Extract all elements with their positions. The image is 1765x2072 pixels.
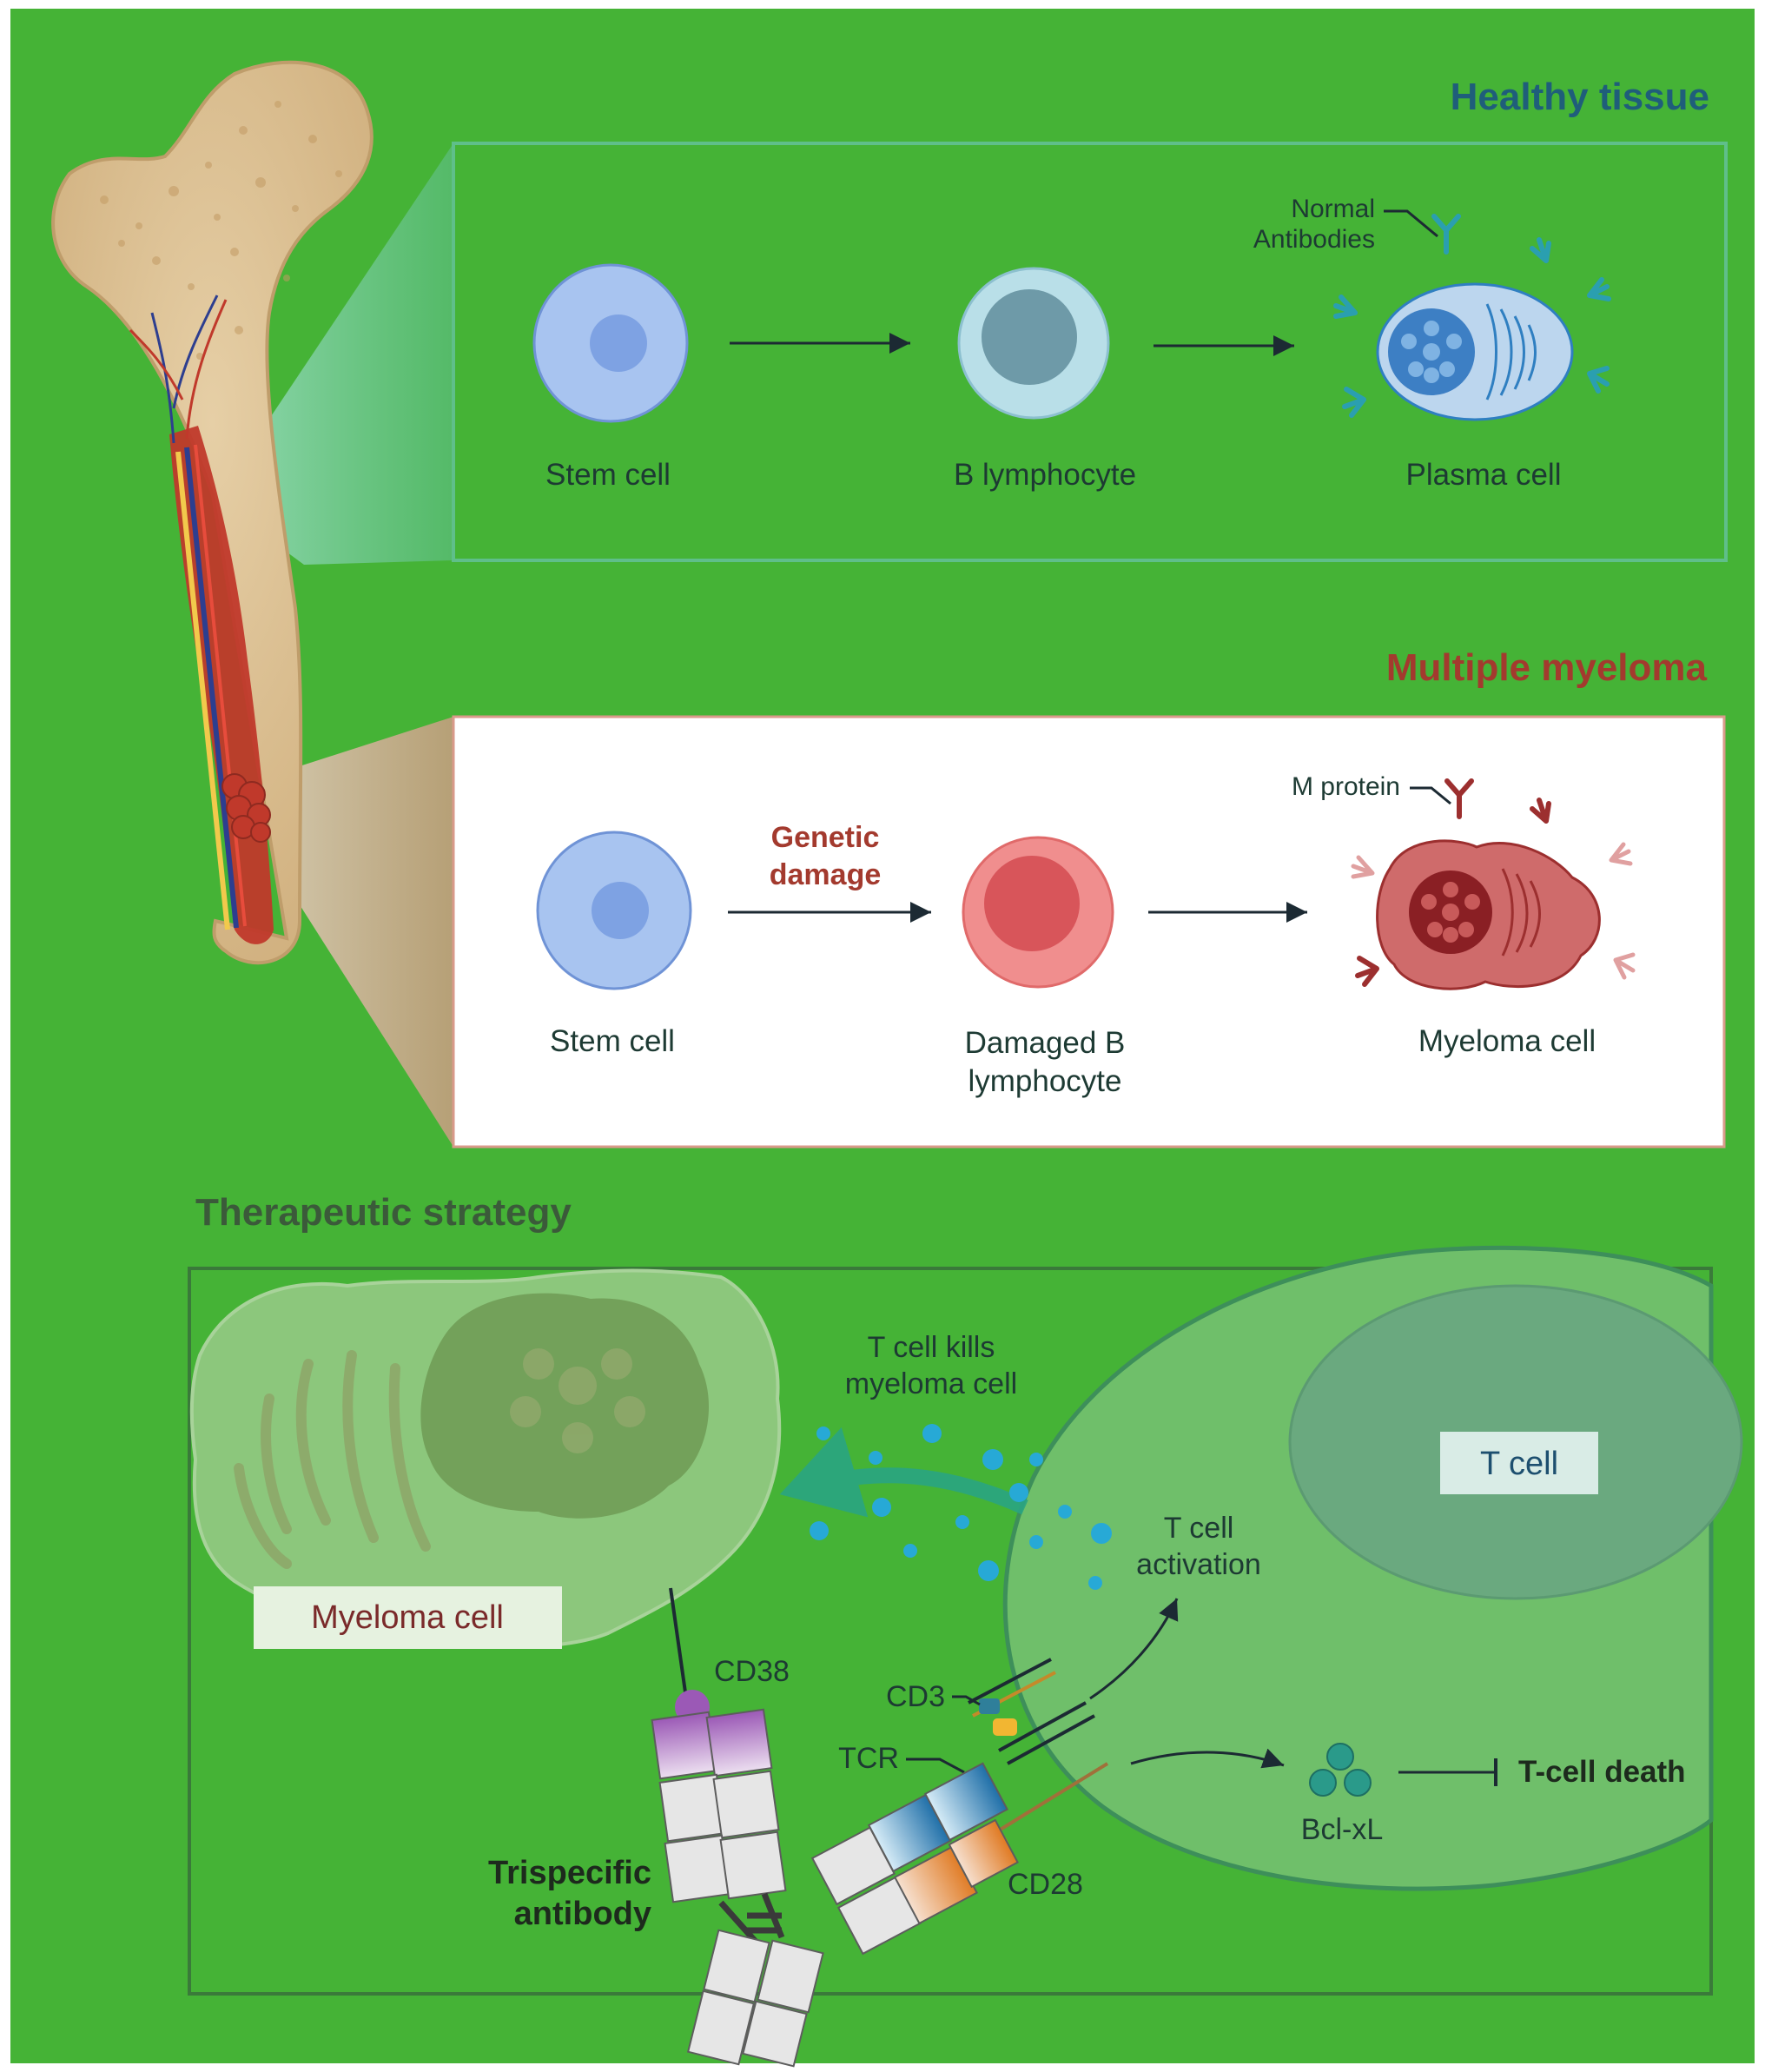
strategy-title: Therapeutic strategy	[195, 1191, 572, 1234]
cd3-icon	[979, 1698, 1000, 1714]
large-myeloma-cell-label: Myeloma cell	[311, 1599, 504, 1636]
t-cell	[1002, 1245, 1743, 1891]
healthy-stem-cell-label: Stem cell	[545, 458, 671, 492]
bclxl-arrow	[1130, 1748, 1285, 1769]
plasma-cell	[1376, 282, 1574, 421]
cd38-label: CD38	[714, 1655, 790, 1688]
trispecific-label-1: Trispecific	[488, 1855, 651, 1891]
t-cell-label-box	[1440, 1432, 1598, 1494]
myeloma-cell-label-box	[254, 1586, 562, 1649]
m-protein-antibodies-faded	[1351, 842, 1636, 980]
plasma-cell-label: Plasma cell	[1406, 458, 1562, 492]
m-protein-label: M protein	[1292, 772, 1400, 801]
antibody-leader-line	[1384, 209, 1438, 238]
t-cell-activation-label-1: T cell	[1164, 1512, 1234, 1545]
healthy-title: Healthy tissue	[1451, 76, 1709, 118]
t-cell-activation-label-2: activation	[1136, 1548, 1261, 1581]
bone-tumor	[221, 773, 271, 843]
healthy-panel	[452, 142, 1728, 562]
normal-antibodies	[1333, 214, 1611, 418]
activation-arrow	[1089, 1598, 1179, 1700]
damaged-b-label-2: lymphocyte	[968, 1064, 1121, 1098]
b-lymphocyte-label: B lymphocyte	[954, 458, 1136, 492]
cytotoxic-particles	[810, 1424, 1112, 1590]
t-cell-kills-label-1: T cell kills	[868, 1331, 995, 1364]
b-lymphocyte-cell	[957, 267, 1110, 420]
bclxl-label: Bcl-xL	[1301, 1813, 1383, 1846]
genetic-damage-label-1: Genetic	[771, 821, 880, 854]
trispecific-label-2: antibody	[514, 1896, 651, 1932]
bclxl-icon	[1309, 1743, 1372, 1797]
m-protein-leader-line	[1410, 786, 1451, 805]
damaged-b-label-1: Damaged B	[965, 1026, 1126, 1060]
trispecific-antibody	[651, 1708, 1019, 2068]
myeloma-title: Multiple myeloma	[1386, 646, 1708, 689]
t-cell-label: T cell	[1480, 1446, 1558, 1482]
cd3-label: CD3	[886, 1680, 945, 1713]
cd28-label: CD28	[1008, 1868, 1083, 1901]
myeloma-stem-cell	[536, 831, 692, 990]
kill-arrow	[779, 1427, 1028, 1518]
cd38-stalk	[669, 1587, 688, 1699]
cd3-leader-line	[952, 1695, 981, 1706]
normal-antibodies-label-2: Antibodies	[1253, 225, 1375, 254]
tcr-label: TCR	[838, 1742, 899, 1775]
genetic-damage-label-2: damage	[770, 858, 882, 891]
tcell-death-label: T-cell death	[1518, 1755, 1686, 1789]
large-myeloma-cell	[189, 1268, 782, 1649]
tcr-leader-line	[906, 1758, 965, 1774]
femur-bone	[51, 60, 453, 1147]
myeloma-stem-cell-label: Stem cell	[550, 1024, 675, 1058]
healthy-stem-cell	[532, 263, 689, 423]
m-protein-antibodies	[1355, 778, 1551, 987]
myeloma-zoom-band	[278, 717, 453, 1147]
myeloma-cell-label: Myeloma cell	[1418, 1024, 1596, 1058]
damaged-b-lymphocyte-cell	[962, 836, 1114, 989]
myeloma-cell-small	[1376, 839, 1601, 990]
t-cell-kills-label-2: myeloma cell	[845, 1367, 1017, 1400]
normal-antibodies-label-1: Normal	[1291, 195, 1375, 223]
